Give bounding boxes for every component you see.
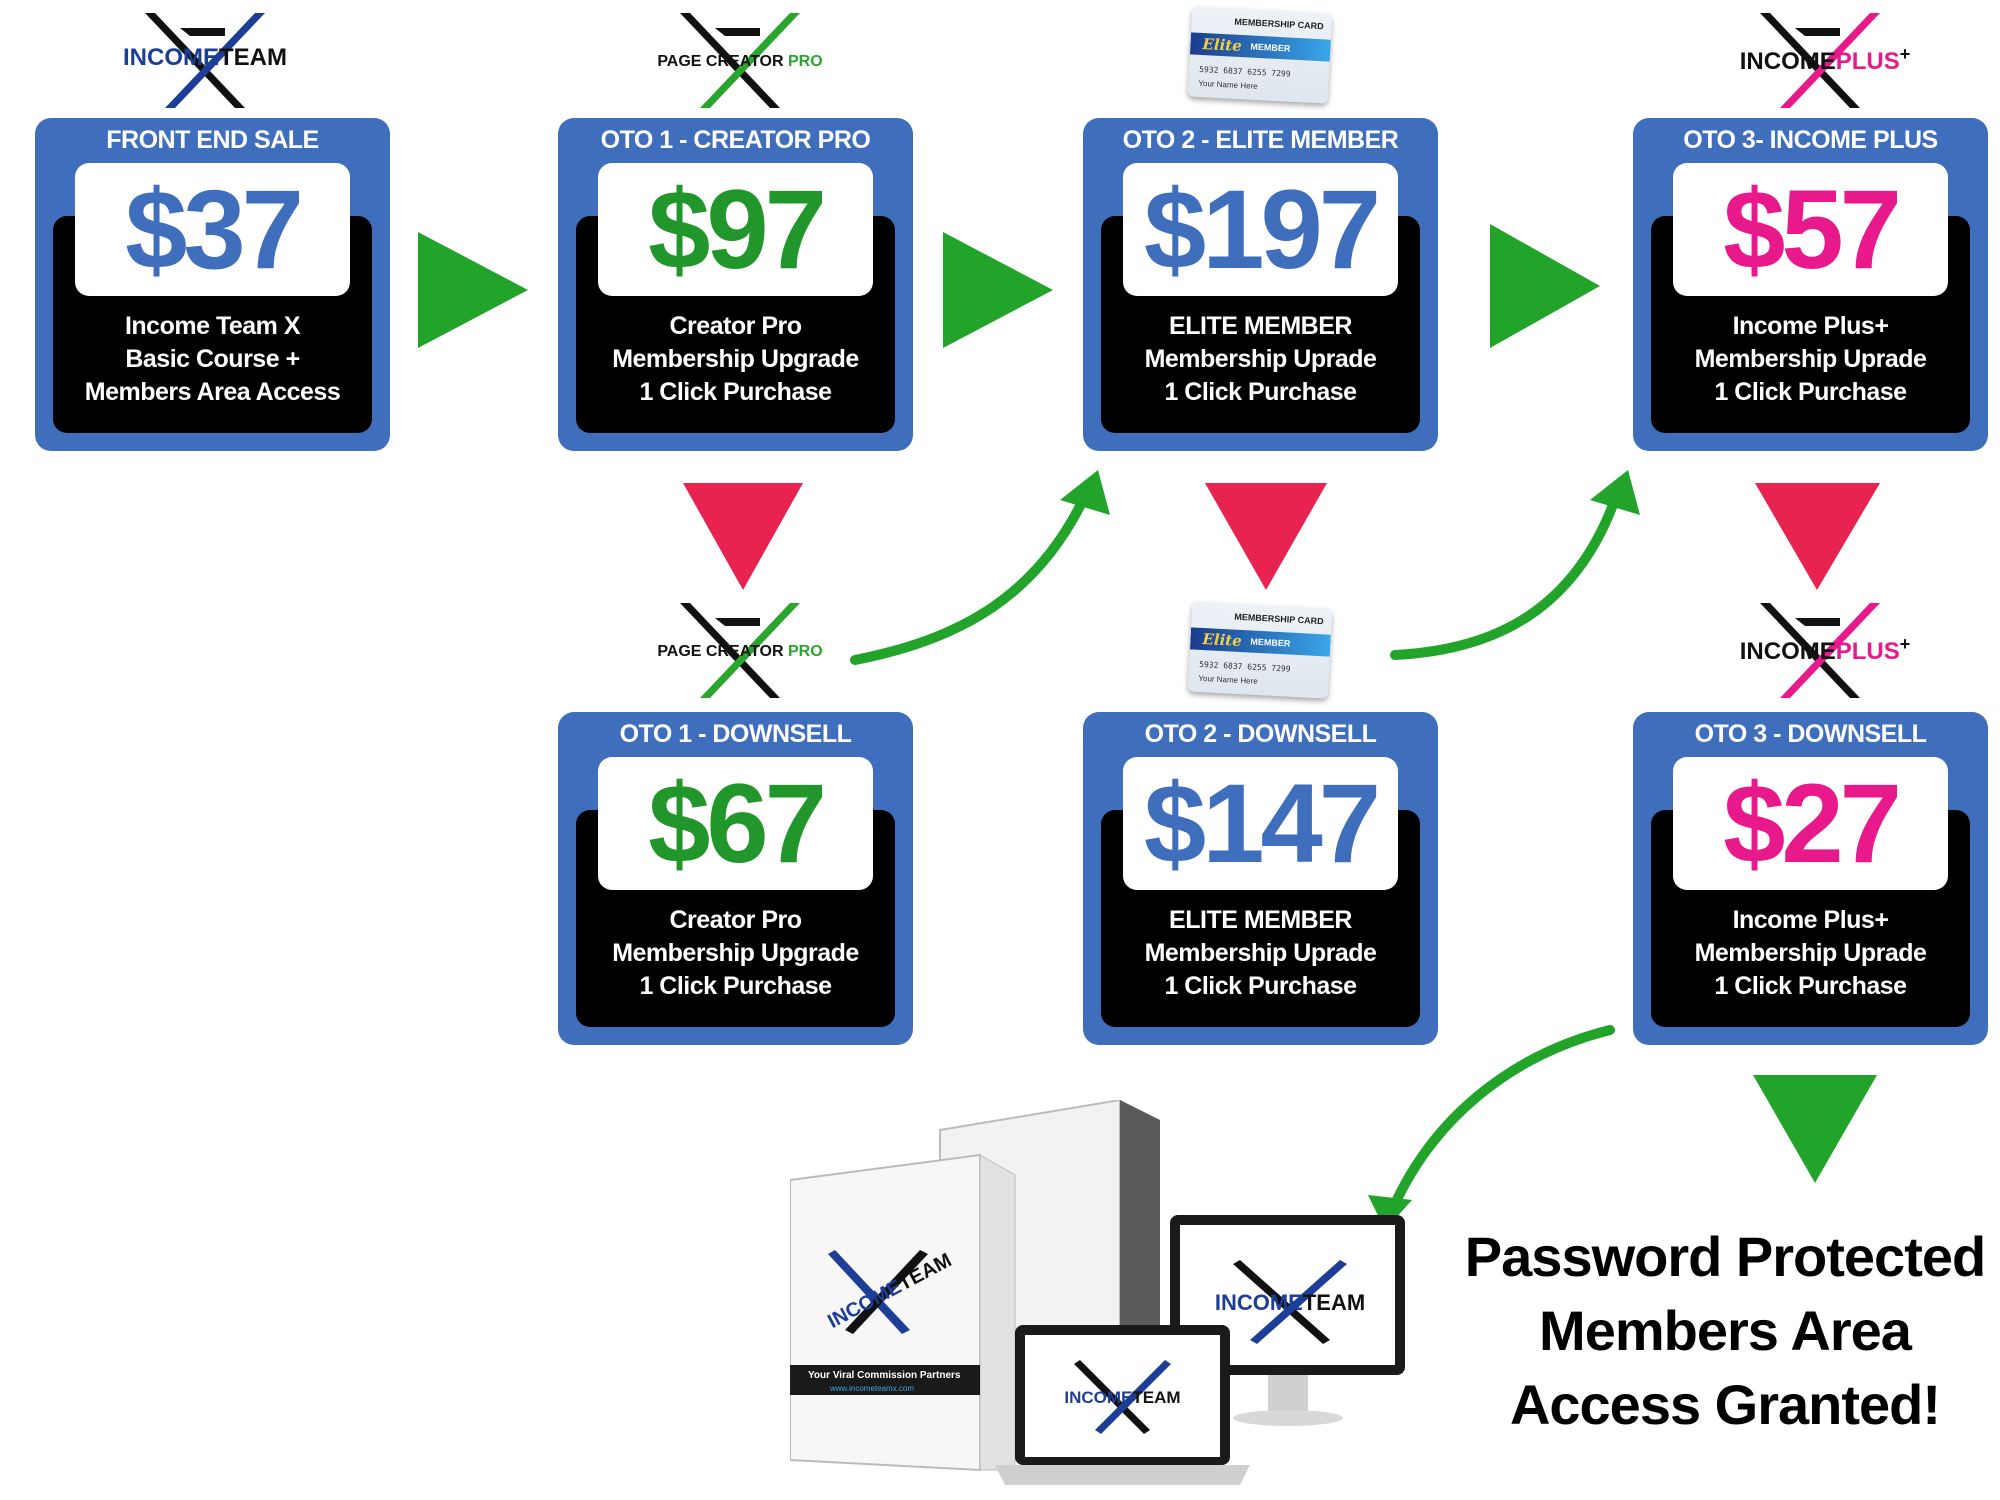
curved-arrow-icon <box>1390 480 1625 660</box>
product-bundle-image: INCOMETEAM INCOMETEAM INCOMETEAM Your Vi… <box>789 1098 1410 1490</box>
product-word-monitor: INCOMETEAM <box>1214 1290 1366 1315</box>
arrow-down-icon <box>683 483 803 590</box>
offer-price: $57 <box>1723 167 1902 292</box>
curved-arrow-icon <box>850 480 1095 665</box>
membership-card-image: MEMBERSHIP CARD Elite MEMBER 5932 6837 6… <box>1187 601 1333 699</box>
x-mark-icon <box>1760 13 1880 108</box>
offer-price: $67 <box>648 761 827 886</box>
product-word-laptop: INCOMETEAM <box>1064 1388 1181 1407</box>
curved-arrow-icon <box>1385 1025 1615 1220</box>
x-mark-icon <box>145 13 265 108</box>
arrow-down-icon <box>1753 1075 1877 1183</box>
offer-price: $97 <box>648 167 827 292</box>
x-mark-icon <box>1760 603 1880 698</box>
x-mark-icon <box>680 603 800 698</box>
offer-price: $27 <box>1723 761 1902 886</box>
arrow-right-icon <box>1490 224 1600 348</box>
oto3-offer: OTO 3- INCOME PLUS $57 Income Plus+Membe… <box>1633 118 1988 451</box>
income-plus-logo: INCOMEPLUS+ <box>1710 598 1940 703</box>
oto3-downsell-offer: OTO 3 - DOWNSELL $27 Income Plus+Members… <box>1633 712 1988 1045</box>
page-creator-pro-logo: PAGE CREATOR PRO <box>630 8 850 113</box>
arrow-right-icon <box>418 232 528 348</box>
product-url: www.incometeamx.com <box>830 1384 915 1393</box>
x-mark-icon <box>680 13 800 108</box>
arrow-down-icon <box>1755 483 1880 590</box>
offer-price: $147 <box>1143 761 1381 886</box>
members-area-access-text: Password Protected Members Area Access G… <box>1464 1225 1986 1436</box>
offer-price: $197 <box>1143 167 1381 292</box>
product-mockup-icon <box>789 1098 1405 1485</box>
arrow-right-icon <box>943 232 1053 348</box>
arrow-down-icon <box>1205 483 1327 590</box>
income-plus-logo: INCOMEPLUS+ <box>1710 8 1940 113</box>
offer-price: $37 <box>125 167 304 292</box>
income-team-logo: INCOMETEAM <box>95 8 315 113</box>
product-tagline: Your Viral Commission Partners <box>808 1370 961 1381</box>
page-creator-pro-logo: PAGE CREATOR PRO <box>630 598 850 703</box>
